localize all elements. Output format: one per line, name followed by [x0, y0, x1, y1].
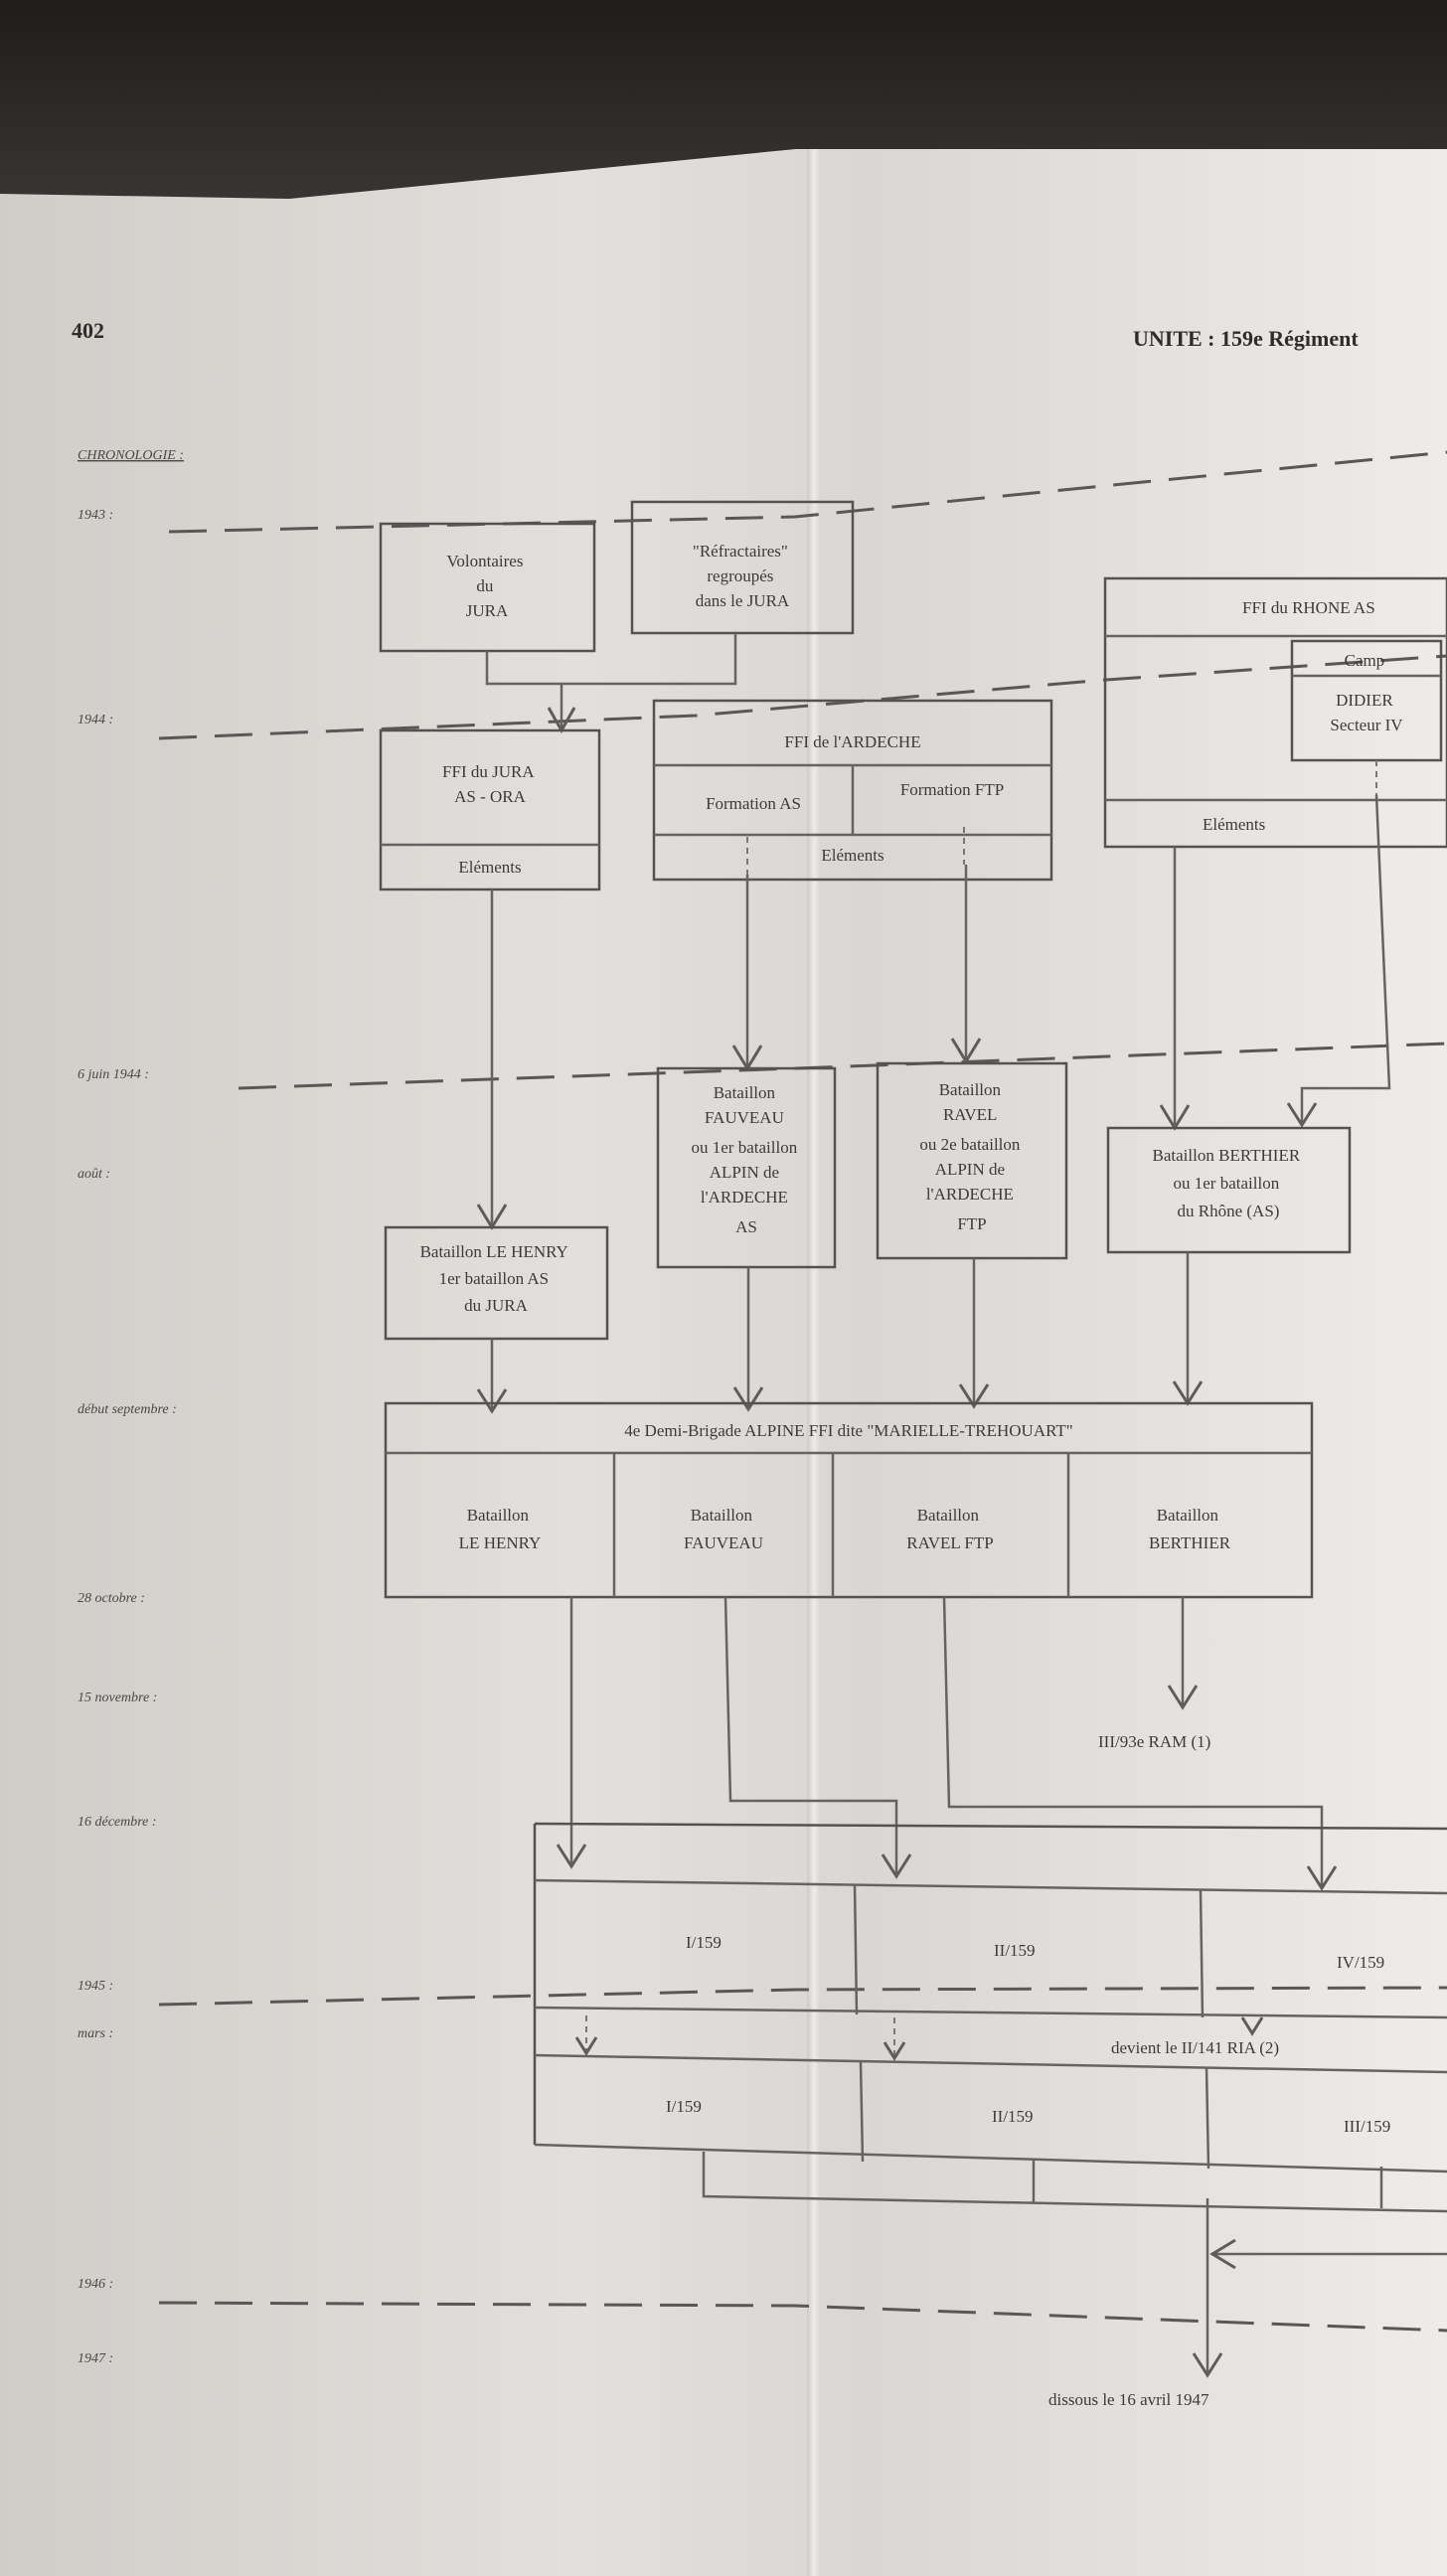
arrow-to-ravel [950, 1038, 982, 1064]
text-reg-4: IV/159 [1337, 1953, 1384, 1972]
label-decembre: 16 décembre : [78, 1815, 157, 1830]
line-fauveau-to-reg [724, 1596, 898, 1876]
arrow-devient [1240, 2016, 1264, 2036]
unit-header: UNITE : 159e Régiment [1133, 326, 1359, 351]
arrow-lehenry-to-db [476, 1388, 508, 1414]
text-ffi-jura-elements: Eléments [458, 858, 521, 877]
box-refractaires [630, 500, 855, 635]
text-reg-row2-3: III/159 [1344, 2117, 1390, 2136]
text-reg-1: I/159 [686, 1933, 722, 1952]
box-ffi-jura [379, 728, 601, 891]
arrow-from-right [1209, 2238, 1236, 2270]
reg-top-line [534, 1822, 1447, 1831]
box-bat-berthier [1106, 1126, 1352, 1254]
text-ardeche-elements: Eléments [821, 846, 884, 865]
box-bat-lehenry [384, 1225, 609, 1341]
text-bat-lehenry: Bataillon LE HENRY 1er bataillon AS du J… [420, 1242, 572, 1315]
label-novembre: 15 novembre : [78, 1690, 157, 1705]
arrow-to-dissous [1192, 2352, 1223, 2378]
text-refractaires: "Réfractaires" regroupés dans le JURA [693, 542, 792, 610]
label-june-1944: 6 juin 1944 : [78, 1067, 149, 1082]
box-ffi-ardeche [652, 699, 1053, 882]
text-ram: III/93e RAM (1) [1098, 1732, 1210, 1751]
chronology-heading: CHRONOLOGIE : [78, 448, 184, 463]
label-septembre: début septembre : [78, 1402, 177, 1417]
reg-col-1b [859, 2061, 865, 2163]
separator-1943 [168, 450, 1447, 534]
box-camp-didier [1290, 639, 1443, 762]
text-ffi-rhone-elements: Eléments [1203, 815, 1265, 834]
text-reg-2: II/159 [994, 1941, 1036, 1960]
separator-1944 [158, 654, 1447, 740]
text-bat-fauveau: Bataillon FAUVEAU ou 1er bataillon ALPIN… [692, 1083, 802, 1236]
merge-bottom [702, 2152, 1447, 2213]
box-bat-fauveau [656, 1066, 837, 1269]
document-page [0, 149, 1447, 2576]
label-1946: 1946 : [78, 2277, 113, 2292]
text-demi-brigade: 4e Demi-Brigade ALPINE FFI dite "MARIELL… [624, 1421, 1073, 1440]
text-devient: devient le II/141 RIA (2) [1111, 2038, 1279, 2057]
text-db-ravel: Bataillon RAVEL FTP [906, 1506, 993, 1552]
text-ffi-rhone: FFI du RHONE AS [1242, 598, 1375, 617]
label-1944: 1944 : [78, 713, 113, 727]
label-1947: 1947 : [78, 2351, 113, 2366]
arrow-ravel-to-db [958, 1383, 990, 1409]
reg-col-2b [1205, 2066, 1210, 2170]
arrow-reg-2-dotted [883, 2041, 906, 2061]
separator-1945 [158, 1986, 1447, 2007]
box-demi-brigade [384, 1401, 1314, 1599]
arrow-fauveau-to-db [732, 1386, 764, 1412]
box-bat-ravel [876, 1061, 1068, 1260]
label-aout: août : [78, 1167, 110, 1182]
label-mars: mars : [78, 2026, 113, 2041]
text-db-berthier: Bataillon BERTHIER [1149, 1506, 1231, 1552]
text-formation-as: Formation AS [706, 794, 801, 813]
text-bat-berthier: Bataillon BERTHIER ou 1er bataillon du R… [1153, 1146, 1305, 1220]
text-camp-didier: Camp DIDIER Secteur IV [1330, 651, 1403, 734]
label-1943: 1943 : [78, 508, 113, 523]
page-fold [807, 149, 821, 2576]
reg-divider-2 [534, 2006, 1447, 2019]
text-reg-row2-1: I/159 [666, 2097, 702, 2116]
text-db-fauveau: Bataillon FAUVEAU [684, 1506, 763, 1552]
separator-june-1944 [238, 1042, 1447, 1090]
arrow-reg-1-dotted [574, 2036, 598, 2056]
text-bat-ravel: Bataillon RAVEL ou 2e bataillon ALPIN de… [919, 1080, 1024, 1233]
line-didier-to-berthier [1300, 794, 1391, 1125]
label-octobre: 28 octobre : [78, 1591, 145, 1606]
arrow-to-reg-4 [1306, 1865, 1338, 1891]
label-1945: 1945 : [78, 1979, 113, 1994]
arrow-to-reg-2 [881, 1853, 912, 1879]
reg-divider-1 [534, 1878, 1447, 1895]
text-volontaires: Volontaires du JURA [446, 552, 527, 620]
arrow-to-ram [1167, 1685, 1199, 1710]
text-ffi-ardeche: FFI de l'ARDECHE [784, 732, 920, 751]
page-number: 402 [72, 318, 104, 343]
arrow-didier-to-berthier [1286, 1102, 1318, 1128]
text-reg-row2-2: II/159 [992, 2107, 1034, 2126]
box-ffi-rhone [1103, 576, 1447, 849]
reg-divider-4 [534, 2143, 1447, 2174]
arrow-to-reg-1 [556, 1844, 587, 1869]
text-dissous: dissous le 16 avril 1947 [1048, 2390, 1209, 2409]
reg-col-2a [1199, 1889, 1205, 2018]
text-ffi-jura: FFI du JURA AS - ORA [442, 762, 538, 806]
reg-col-1a [853, 1883, 859, 2015]
text-db-lehenry: Bataillon LE HENRY [459, 1506, 542, 1552]
reg-divider-3 [534, 2053, 1447, 2074]
merge-line-1943 [485, 633, 737, 686]
line-ravel-to-reg [942, 1596, 1324, 1888]
text-formation-ftp: Formation FTP [900, 780, 1004, 799]
separator-1946 [158, 2301, 1447, 2333]
